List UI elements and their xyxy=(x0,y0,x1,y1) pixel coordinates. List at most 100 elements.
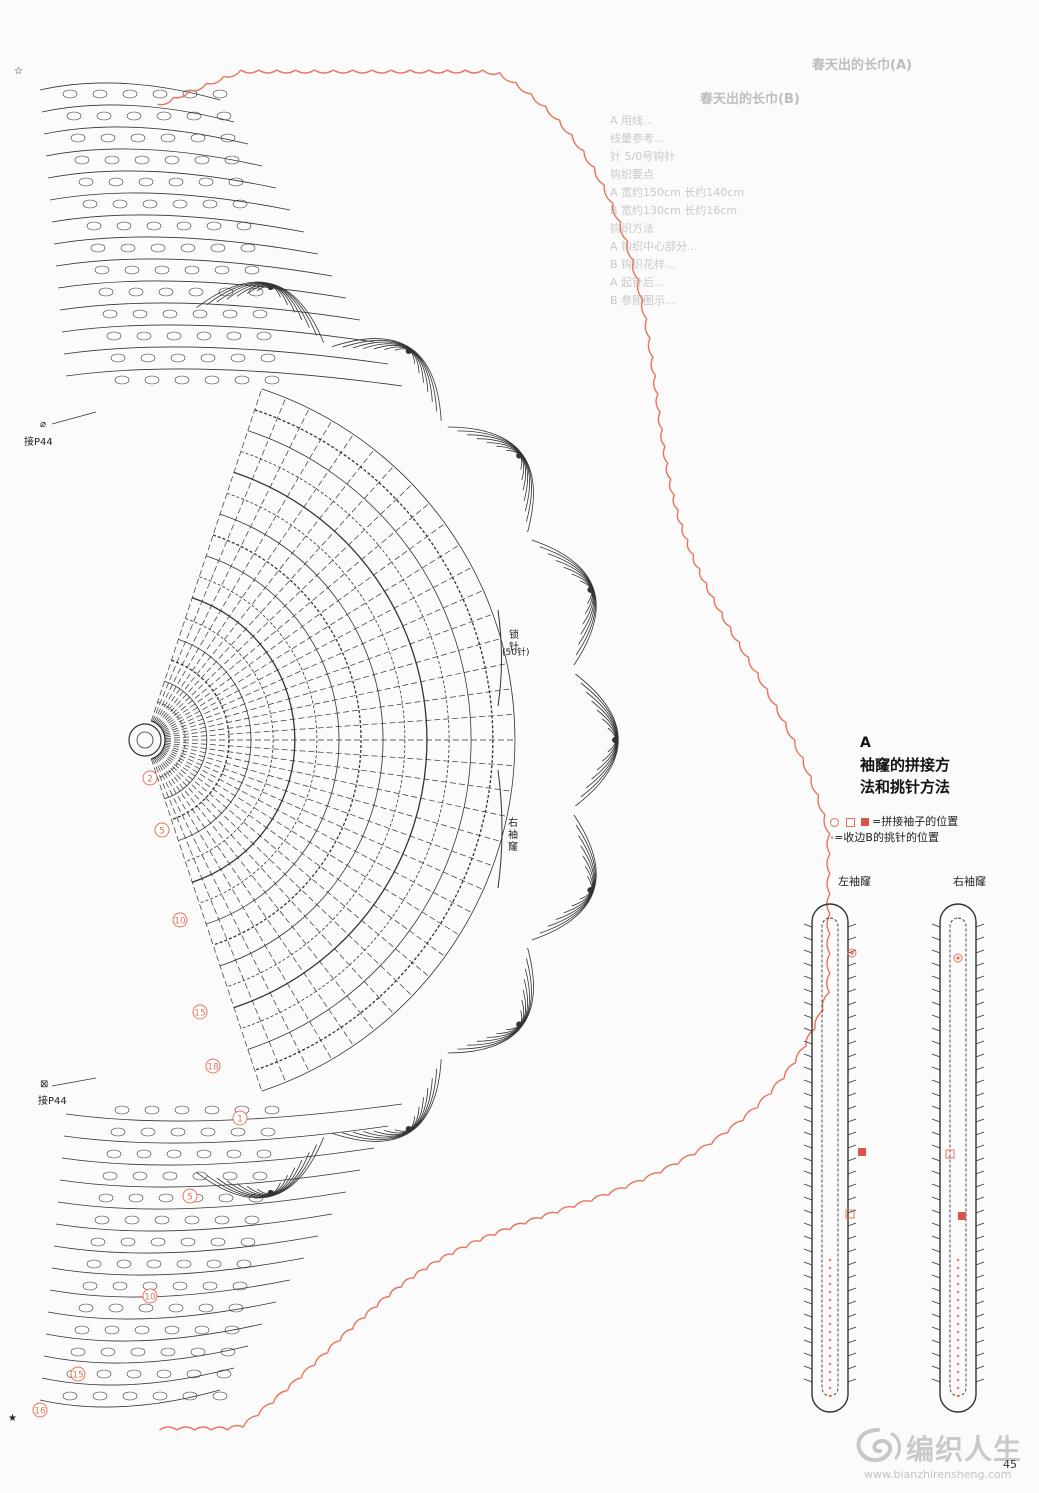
chain-stitch xyxy=(142,199,158,209)
row-marker-number: 18 xyxy=(207,1063,219,1073)
left-sleeve-tick xyxy=(803,1105,813,1110)
chain-stitch xyxy=(96,1369,112,1379)
picot-edge xyxy=(738,641,750,658)
chain-stitch xyxy=(200,353,216,363)
wing-row xyxy=(45,148,263,167)
wing-row xyxy=(51,1257,305,1276)
right-sleeve-pickup-dot xyxy=(956,1282,960,1286)
pineapple-loop xyxy=(447,426,534,533)
row-marker xyxy=(70,1366,86,1382)
chain-stitch xyxy=(224,155,240,165)
wing-row xyxy=(63,1125,389,1144)
chain-stitch xyxy=(202,199,218,209)
picot-edge xyxy=(612,203,622,223)
double-circle-icon xyxy=(830,817,839,827)
chain-stitch xyxy=(146,1259,162,1269)
right-sleeve-tick xyxy=(975,1170,985,1175)
picot-edge xyxy=(625,1180,644,1189)
chain-stitch xyxy=(204,1105,220,1115)
picot-edge xyxy=(314,1352,328,1366)
picot-edge xyxy=(465,1240,481,1249)
right-sleeve-pickup-dot xyxy=(956,1306,960,1310)
chain-stitch xyxy=(110,1127,126,1137)
right-sleeve-tick xyxy=(931,1053,941,1058)
chain-stitch xyxy=(224,1325,240,1335)
picot-edge xyxy=(607,1187,627,1196)
picot-edge xyxy=(794,739,804,759)
left-sleeve-tick xyxy=(847,1066,857,1071)
picot-edge xyxy=(352,1317,366,1330)
pineapple-loop xyxy=(539,824,596,934)
picot-edge xyxy=(805,1028,816,1047)
picot-edge xyxy=(668,478,675,496)
body-row-arc xyxy=(185,618,274,862)
right-sleeve-char: 右 xyxy=(508,818,518,829)
right-sleeve-tick xyxy=(931,1209,941,1214)
picot-edge xyxy=(530,93,547,107)
row-marker xyxy=(32,1402,48,1418)
picot-edge xyxy=(826,953,831,974)
legend-row-pickup: ·=收边B的挑针的位置 xyxy=(830,830,958,846)
left-sleeve-tick xyxy=(803,1326,813,1331)
left-sleeve-tick xyxy=(803,1144,813,1149)
left-sleeve-tick xyxy=(847,1378,857,1383)
stitch-column xyxy=(164,688,512,738)
picot-edge xyxy=(515,82,532,95)
picot-edge xyxy=(223,69,242,78)
stitch-column xyxy=(162,748,473,914)
pineapple-center xyxy=(405,348,412,354)
row-marker xyxy=(142,1288,158,1304)
chain-bracket xyxy=(497,609,502,707)
chain-stitch xyxy=(172,1281,188,1291)
pineapple-loop xyxy=(563,566,594,625)
stitch-column xyxy=(152,758,287,1083)
picot-edge xyxy=(672,494,679,511)
left-sleeve-tick xyxy=(847,936,857,941)
right-sleeve-tick xyxy=(975,1027,985,1032)
pineapple-loop xyxy=(486,989,527,1038)
chain-stitch xyxy=(180,243,196,253)
stitch-column xyxy=(160,523,446,729)
picot-edge xyxy=(640,299,648,320)
chain-stitch xyxy=(120,1237,136,1247)
stitch-column xyxy=(159,753,413,997)
open-square-icon xyxy=(945,1149,955,1159)
left-sleeve-tick xyxy=(847,1040,857,1045)
chain-stitch xyxy=(202,1281,218,1291)
picot-edge xyxy=(713,597,723,613)
pineapple-loop xyxy=(373,1097,424,1135)
right-sleeve-tick xyxy=(975,1196,985,1201)
right-sleeve-tick xyxy=(931,1339,941,1344)
row-marker-number: 15 xyxy=(72,1371,83,1381)
chain-stitch xyxy=(206,221,222,231)
chain-stitch xyxy=(114,1105,130,1115)
pineapple-loop xyxy=(331,338,442,421)
pineapple-loop xyxy=(457,958,532,1050)
picot-edge xyxy=(650,356,657,377)
picot-edge xyxy=(647,337,654,358)
chain-stitch xyxy=(228,177,244,187)
open-square-icon xyxy=(845,1209,855,1219)
double-circle-icon xyxy=(847,948,857,958)
chain-stitch xyxy=(226,1149,242,1159)
join-bottom-symbol: ⊠ xyxy=(40,1079,49,1090)
right-sleeve-tick xyxy=(975,1235,985,1240)
right-sleeve-tick xyxy=(931,1196,941,1201)
chain-stitch xyxy=(98,287,114,297)
chain-stitch xyxy=(82,1281,98,1291)
watermark-brand: 编织人生 xyxy=(906,1433,1023,1466)
picot-edge xyxy=(159,1426,178,1431)
left-sleeve-tick xyxy=(847,1313,857,1318)
right-sleeve-tick xyxy=(931,975,941,980)
left-sleeve-tick xyxy=(847,962,857,967)
chain-stitch xyxy=(172,199,188,209)
ghost-lines: A 用线... 线量参考... 针 5/0号钩针 钩织要点 A 宽约150cm … xyxy=(610,112,1030,310)
picot-edge xyxy=(540,1211,558,1220)
pineapple-center xyxy=(516,1021,523,1028)
right-sleeve-tick xyxy=(975,1131,985,1136)
left-sleeve-tick xyxy=(847,1261,857,1266)
picot-edge xyxy=(189,82,207,92)
chain-stitch xyxy=(204,375,220,385)
stitch-column xyxy=(162,566,473,732)
ghost-line: 针 5/0号钩针 xyxy=(610,150,676,163)
